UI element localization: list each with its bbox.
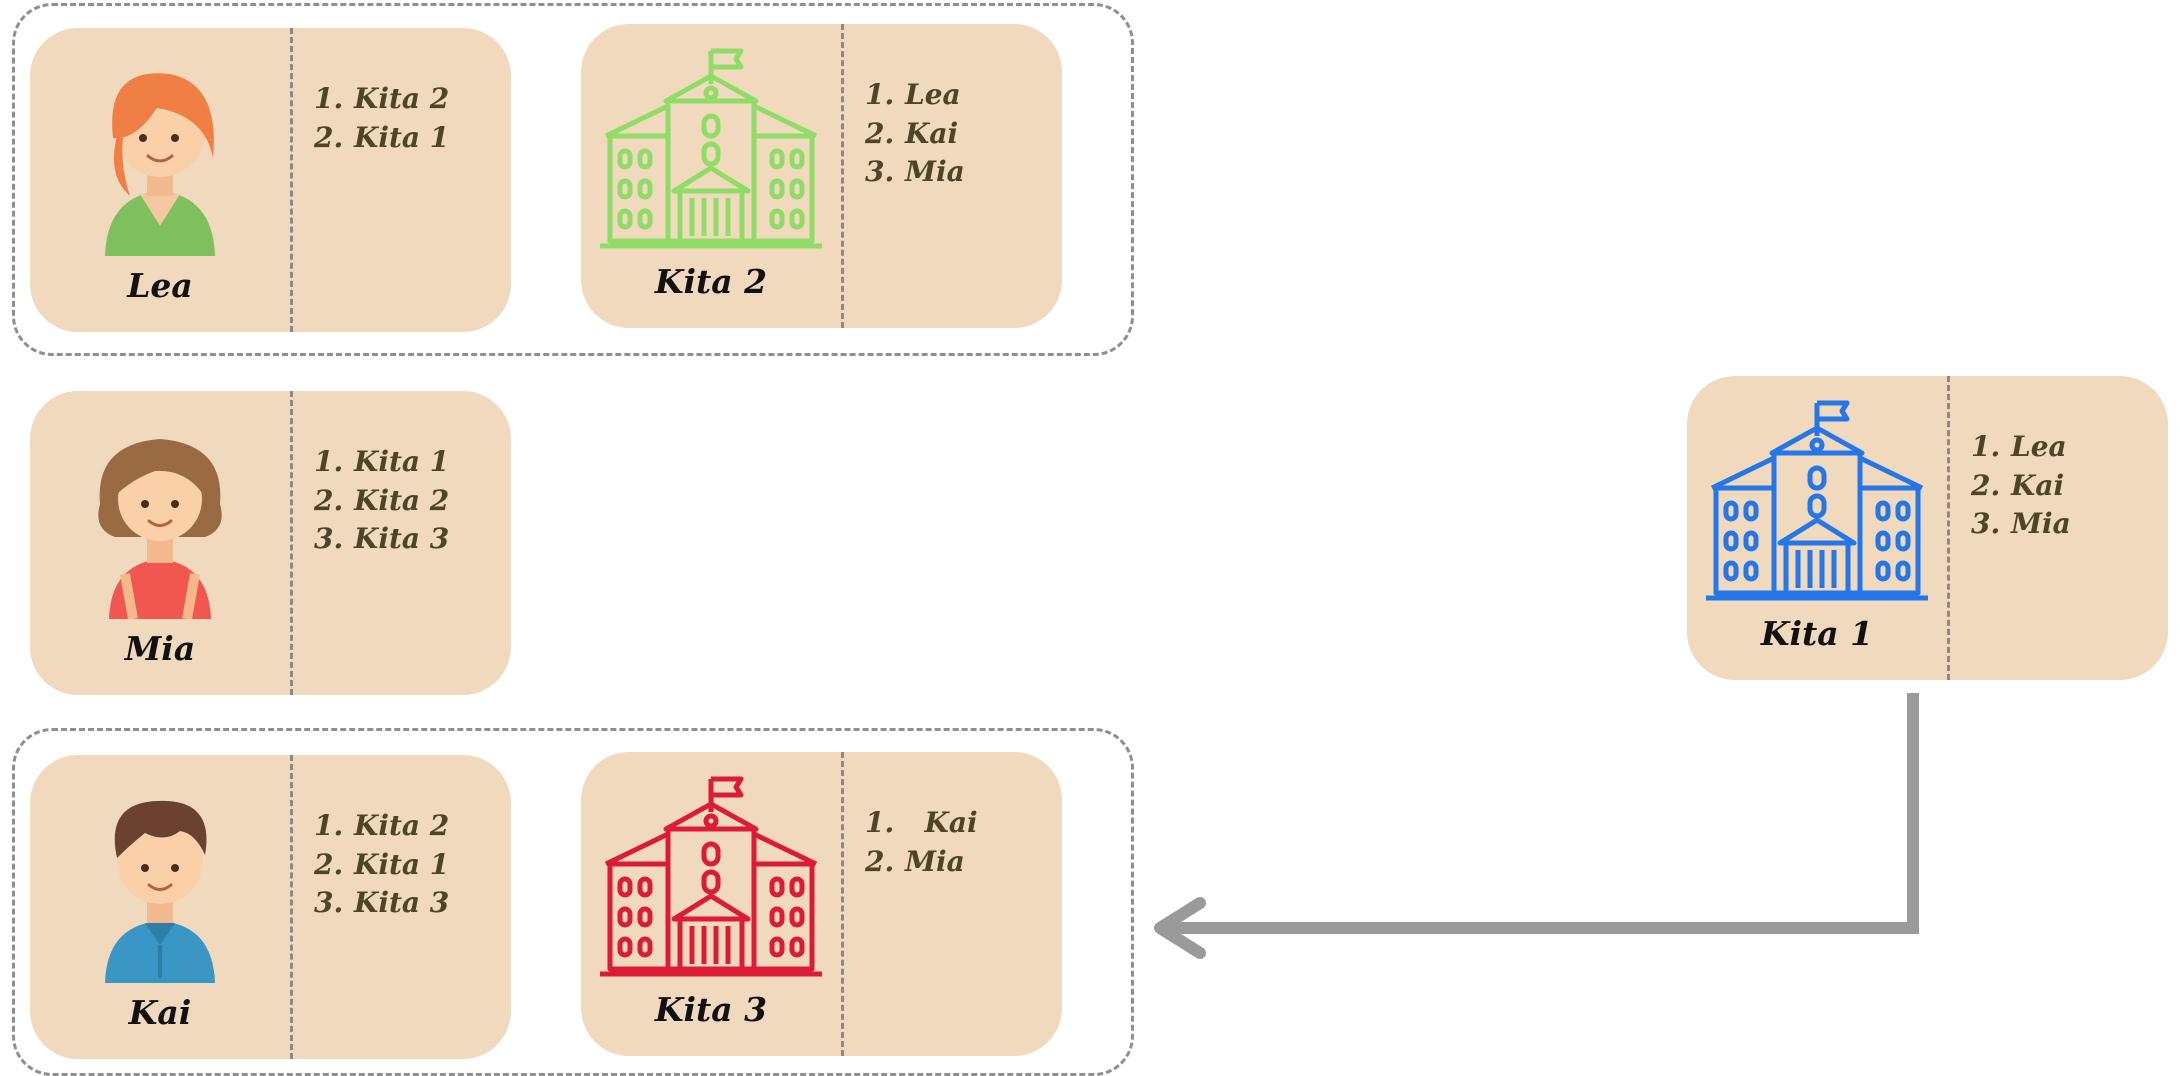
preference-item: 3.Kita 3 [314,886,450,919]
school-building-red-icon [600,776,822,977]
preference-list: 1.Kita 1 2.Kita 2 3.Kita 3 [314,443,449,559]
child-card-mia: Mia 1.Kita 1 2.Kita 2 3.Kita 3 [30,391,511,695]
preference-item: 1.Lea [1971,430,2067,463]
card-divider [841,752,844,1056]
preference-item: 3.Kita 3 [314,522,450,555]
preference-list: 1.Lea 2.Kai 3.Mia [1971,428,2071,544]
arrow-line [1160,693,1919,934]
school-card-kita1: Kita 1 1.Lea 2.Kai 3.Mia [1687,376,2168,680]
card-name: Kita 3 [654,990,768,1029]
school-building-blue-icon [1706,400,1928,601]
child-card-lea: Lea 1.Kita 2 2.Kita 1 [30,28,511,332]
preference-item: 2.Mia [865,844,965,878]
school-building-green-icon [600,48,822,249]
card-divider [290,28,293,332]
preference-item: 2.Kita 1 [314,847,450,881]
school-card-kita2: Kita 2 1.Lea 2.Kai 3.Mia [581,24,1062,328]
preference-item: 2.Kai [1971,468,2065,502]
preference-list: 1. Kai 2.Mia [865,804,978,881]
card-divider [841,24,844,328]
preference-item: 1.Kita 2 [314,82,450,115]
preference-item: 2.Kita 2 [314,483,450,517]
preference-list: 1.Kita 2 2.Kita 1 3.Kita 3 [314,807,449,923]
preference-item: 1.Kita 2 [314,809,450,842]
card-name: Mia [124,629,196,668]
preference-item: 3.Mia [865,155,965,188]
card-name: Kai [128,993,192,1032]
preference-item: 2.Kai [865,116,959,150]
arrow-head [1154,897,1206,959]
preference-item: 1.Kita 1 [314,445,450,478]
preference-list: 1.Lea 2.Kai 3.Mia [865,76,965,192]
card-name: Kita 1 [1760,614,1874,653]
preference-list: 1.Kita 2 2.Kita 1 [314,80,449,157]
preference-item: 3.Mia [1971,507,2071,540]
girl-brown-hair-icon [98,439,222,619]
preference-item: 1.Lea [865,78,961,111]
group-kai-kita3 [12,728,1134,1076]
school-card-kita3: Kita 3 1. Kai 2.Mia [581,752,1062,1056]
group-lea-kita2 [12,3,1134,356]
card-divider [290,391,293,695]
card-name: Lea [127,266,193,305]
card-divider [1947,376,1950,680]
card-name: Kita 2 [654,262,768,301]
girl-orange-hair-icon [105,73,215,256]
card-divider [290,755,293,1059]
preference-item: 1. Kai [865,806,978,839]
boy-curly-hair-icon [105,800,215,983]
child-card-kai: Kai 1.Kita 2 2.Kita 1 3.Kita 3 [30,755,511,1059]
preference-item: 2.Kita 1 [314,120,450,154]
